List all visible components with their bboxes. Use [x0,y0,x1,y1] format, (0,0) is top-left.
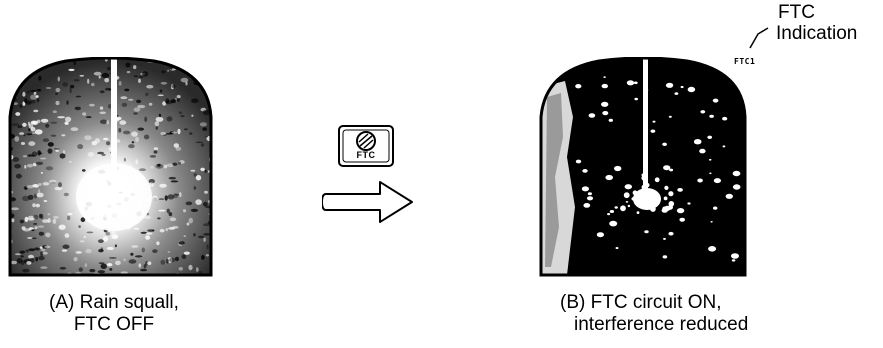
ftc-indication-code: FTC1 [734,57,756,66]
indication-leader-line [749,27,769,49]
radar-screen-ftc-off [8,57,213,277]
heading-line [643,58,648,197]
caption-panel-a: (A) Rain squall, FTC OFF [14,292,214,336]
indication-label-line1: FTC [778,2,815,23]
ftc-key-label: FTC [356,150,376,160]
ftc-key-icon [356,131,376,151]
heading-line [111,58,117,197]
right-arrow-icon [322,181,413,223]
caption-panel-b: (B) FTC circuit ON, interference reduced [560,292,800,336]
radar-screen-ftc-on [539,57,747,277]
caption-b-line2: interference reduced [574,314,749,335]
caption-a-line1: (A) Rain squall, [49,292,179,313]
ftc-key-button[interactable] [337,124,395,168]
caption-b-line1: (B) FTC circuit ON, [560,292,722,313]
indication-label-line2: Indication [776,23,858,44]
caption-a-line2: FTC OFF [73,314,155,335]
